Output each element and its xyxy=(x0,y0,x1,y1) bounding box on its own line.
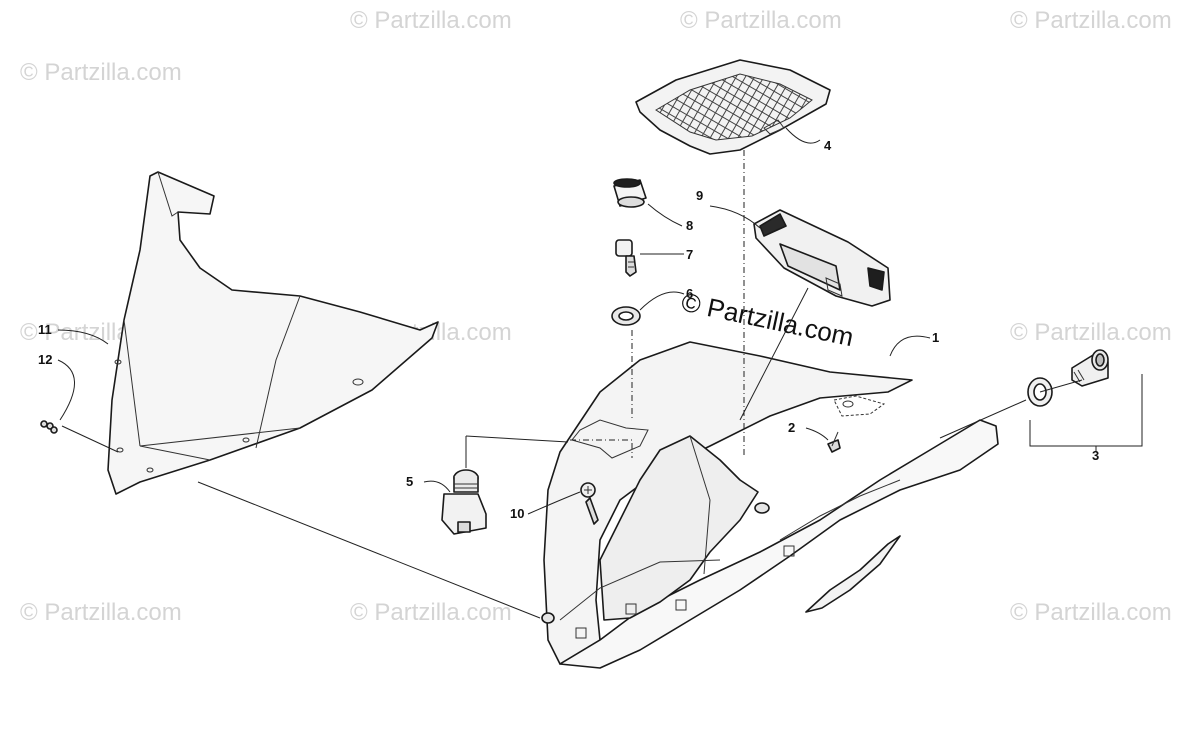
callout-7: 7 xyxy=(686,247,693,262)
windshield-part[interactable] xyxy=(107,171,439,495)
callout-12: 12 xyxy=(38,352,52,367)
callout-4: 4 xyxy=(824,138,832,153)
watermark: © Partzilla.com xyxy=(1010,7,1172,34)
power-outlet-part[interactable] xyxy=(1027,349,1109,407)
watermark: © Partzilla.com xyxy=(20,599,182,626)
callout-10: 10 xyxy=(510,506,524,521)
callout-labels: 1 2 3 4 5 6 7 8 9 10 11 12 xyxy=(38,138,1099,521)
switch-part[interactable] xyxy=(441,469,487,535)
bezel-part[interactable] xyxy=(611,306,641,326)
watermark-layer: © Partzilla.com © Partzilla.com © Partzi… xyxy=(20,7,1172,626)
watermark: © Partzilla.com xyxy=(680,7,842,34)
watermark: © Partzilla.com xyxy=(1010,319,1172,346)
screw-part[interactable] xyxy=(827,431,841,453)
key-part[interactable] xyxy=(615,239,637,277)
key-cap-part[interactable] xyxy=(613,178,647,208)
callout-9: 9 xyxy=(696,188,703,203)
callout-11: 11 xyxy=(38,322,52,337)
storage-net-part[interactable] xyxy=(635,59,831,155)
callout-5: 5 xyxy=(406,474,413,489)
gauge-display-part[interactable] xyxy=(753,209,891,307)
watermark: © Partzilla.com xyxy=(1010,599,1172,626)
callout-6: 6 xyxy=(686,286,693,301)
hood-console-part[interactable] xyxy=(541,341,999,669)
watermark: © Partzilla.com xyxy=(350,599,512,626)
callout-3: 3 xyxy=(1092,448,1099,463)
callout-2: 2 xyxy=(788,420,795,435)
watermark: © Partzilla.com xyxy=(350,7,512,34)
screw-set-part[interactable] xyxy=(40,420,58,434)
callout-1: 1 xyxy=(932,330,939,345)
watermark: © Partzilla.com xyxy=(20,59,182,86)
leader-lines xyxy=(57,127,1143,619)
bolt-part[interactable] xyxy=(580,482,599,525)
center-watermark: © Partzilla.com xyxy=(679,287,857,353)
callout-8: 8 xyxy=(686,218,693,233)
